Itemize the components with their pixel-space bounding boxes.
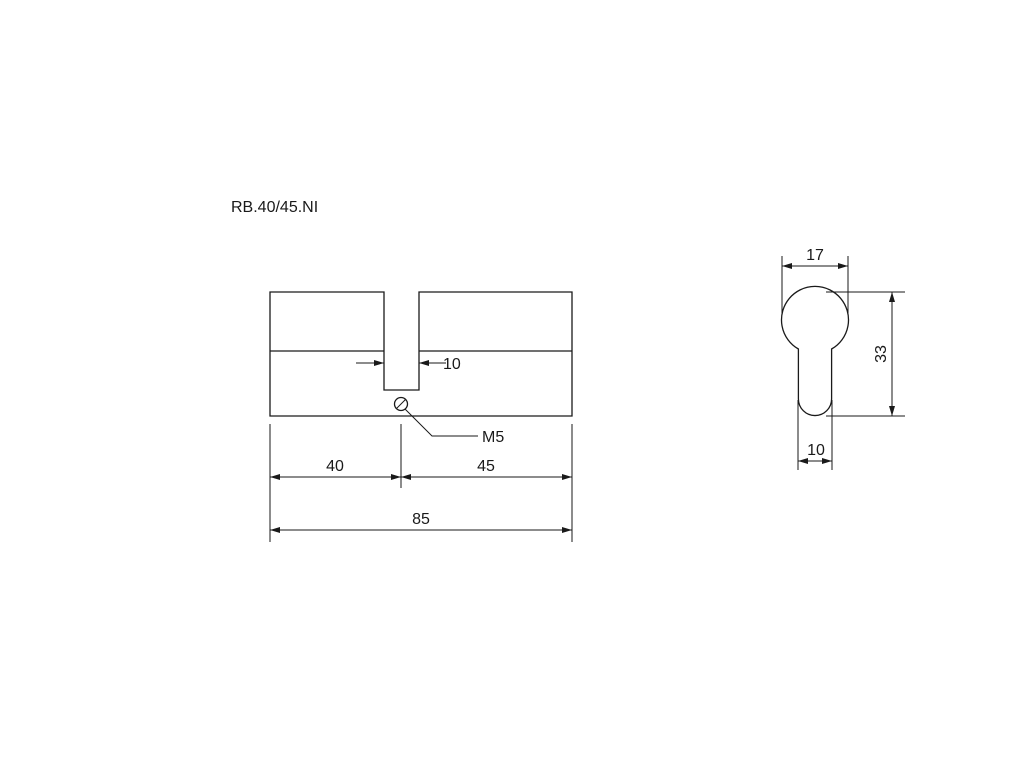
screw-leader-line bbox=[404, 408, 478, 437]
cylinder-side-view: 10 M5 40 45 85 bbox=[269, 291, 573, 542]
bottom-width-label: 10 bbox=[807, 442, 825, 459]
left-length-label: 40 bbox=[326, 458, 344, 475]
right-length-label: 45 bbox=[477, 458, 495, 475]
profile-outline bbox=[780, 285, 850, 417]
screw-hole bbox=[393, 396, 409, 412]
slot-width-label: 10 bbox=[443, 356, 461, 373]
top-width-label: 17 bbox=[806, 247, 824, 264]
total-length-label: 85 bbox=[412, 511, 430, 528]
screw-label: M5 bbox=[482, 429, 504, 446]
drawing-title: RB.40/45.NI bbox=[231, 199, 318, 216]
cylinder-body-outline bbox=[269, 291, 573, 417]
height-label: 33 bbox=[873, 345, 890, 363]
cylinder-profile-view: 17 33 10 bbox=[780, 247, 905, 470]
screw-hole-slash bbox=[395, 398, 407, 410]
